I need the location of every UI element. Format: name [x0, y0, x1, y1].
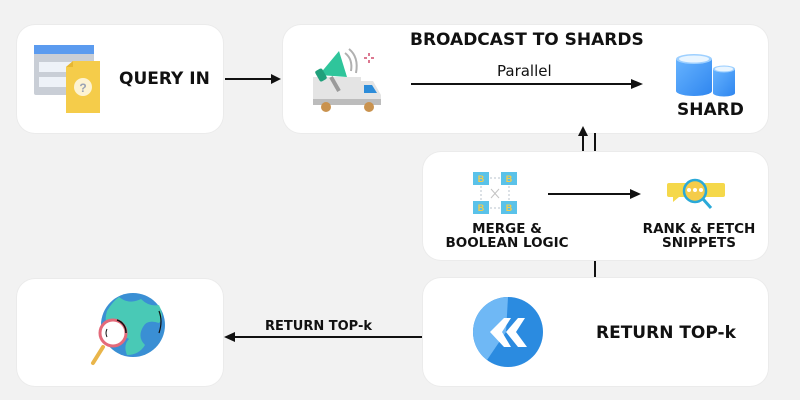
rewind-icon	[473, 297, 543, 367]
svg-text:B: B	[506, 203, 513, 213]
merge-label-line1: MERGE &	[472, 221, 542, 237]
broadcast-label: BROADCAST TO SHARDS	[410, 30, 644, 50]
arrow-query-to-broadcast	[225, 73, 283, 85]
return-topk-node: RETURN TOP-k	[423, 278, 768, 386]
arrow-merge-to-rank	[548, 188, 642, 200]
query-in-label: QUERY IN	[119, 69, 210, 89]
rank-search-icon	[667, 178, 729, 216]
globe-search-icon	[89, 293, 165, 369]
return-topk-label: RETURN TOP-k	[596, 323, 736, 343]
arrow-merge-to-shard	[578, 126, 588, 154]
return-edge-label: RETURN TOP-k	[265, 319, 372, 334]
merge-network-icon: B B B B	[473, 172, 519, 216]
rank-label-line2: SNIPPETS	[662, 235, 736, 251]
shard-label: SHARD	[677, 100, 744, 120]
svg-text:B: B	[478, 174, 485, 184]
svg-text:B: B	[506, 174, 513, 184]
result-node	[17, 279, 223, 386]
arrow-return-to-result	[224, 331, 424, 343]
parallel-edge-label: Parallel	[497, 62, 552, 80]
merge-label-line2: BOOLEAN LOGIC	[445, 235, 569, 251]
arrow-broadcast-to-shard	[411, 78, 645, 90]
svg-text:?: ?	[79, 81, 86, 95]
query-document-icon: ?	[34, 45, 104, 113]
query-in-node: ? QUERY IN	[17, 25, 223, 133]
database-icon	[676, 53, 738, 97]
broadcast-node: BROADCAST TO SHARDS Parallel SHARD	[283, 25, 768, 133]
svg-text:B: B	[478, 203, 485, 213]
rank-label-line1: RANK & FETCH	[642, 221, 756, 237]
megaphone-truck-icon	[311, 47, 383, 117]
